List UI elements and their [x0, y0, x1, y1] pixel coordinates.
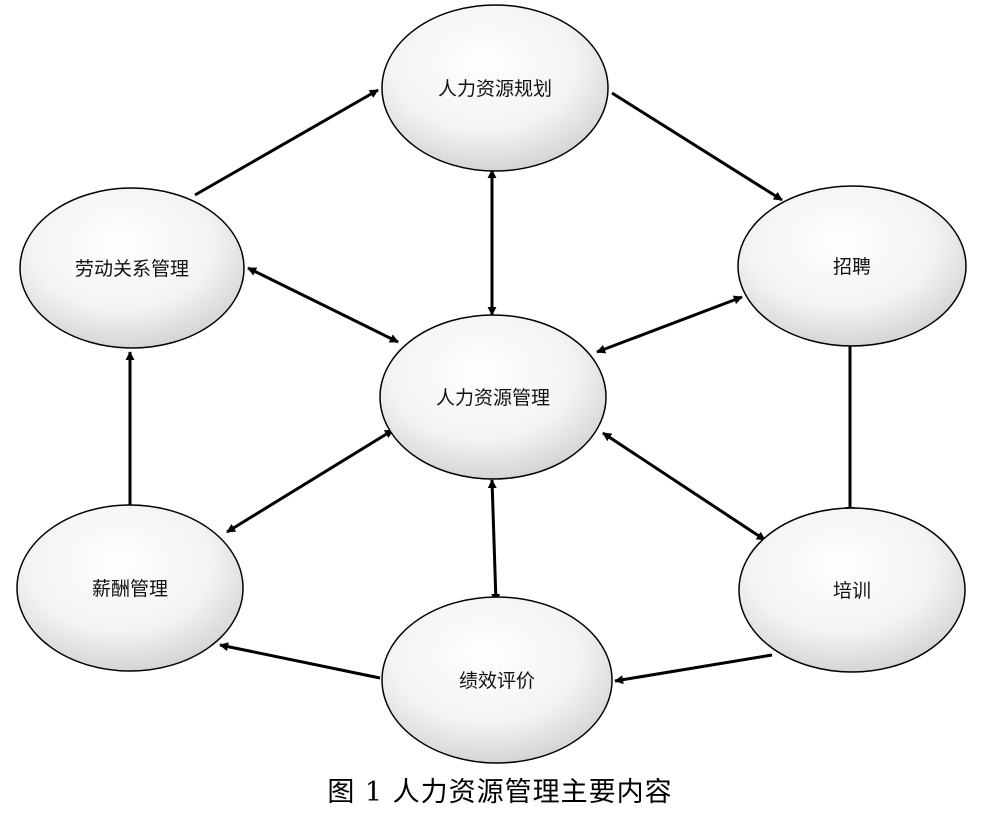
node-performance: 绩效评价: [381, 596, 613, 764]
node-labor-relations-label: 劳动关系管理: [75, 258, 189, 280]
figure-caption: 图 1 人力资源管理主要内容: [327, 777, 673, 808]
arrow-compensation-center: [226, 428, 394, 534]
arrow-labor-center: [247, 266, 399, 344]
arrows: [125, 88, 855, 685]
node-center: 人力资源管理: [379, 314, 607, 480]
arrow-labor-to-planning: [194, 88, 379, 197]
node-training: 培训: [738, 507, 966, 673]
node-center-label: 人力资源管理: [436, 387, 550, 409]
node-performance-label: 绩效评价: [459, 670, 535, 692]
arrow-training-center: [602, 431, 766, 542]
node-recruitment-label: 招聘: [833, 256, 871, 278]
hr-management-diagram: 人力资源规划 劳动关系管理 招聘 人力资源管理 薪酬管理 培训 绩效评价: [16, 4, 967, 764]
arrow-performance-center: [487, 479, 501, 603]
node-labor-relations: 劳动关系管理: [19, 187, 245, 349]
node-planning: 人力资源规划: [381, 4, 609, 172]
arrow-training-to-performance: [614, 653, 773, 685]
arrow-recruitment-center: [596, 295, 743, 354]
arrow-planning-to-recruitment: [611, 91, 783, 202]
arrow-performance-to-compensation: [219, 642, 381, 680]
node-training-label: 培训: [833, 580, 871, 602]
node-recruitment: 招聘: [737, 185, 967, 347]
node-compensation: 薪酬管理: [16, 504, 244, 672]
node-compensation-label: 薪酬管理: [92, 578, 168, 600]
node-planning-label: 人力资源规划: [438, 78, 552, 100]
